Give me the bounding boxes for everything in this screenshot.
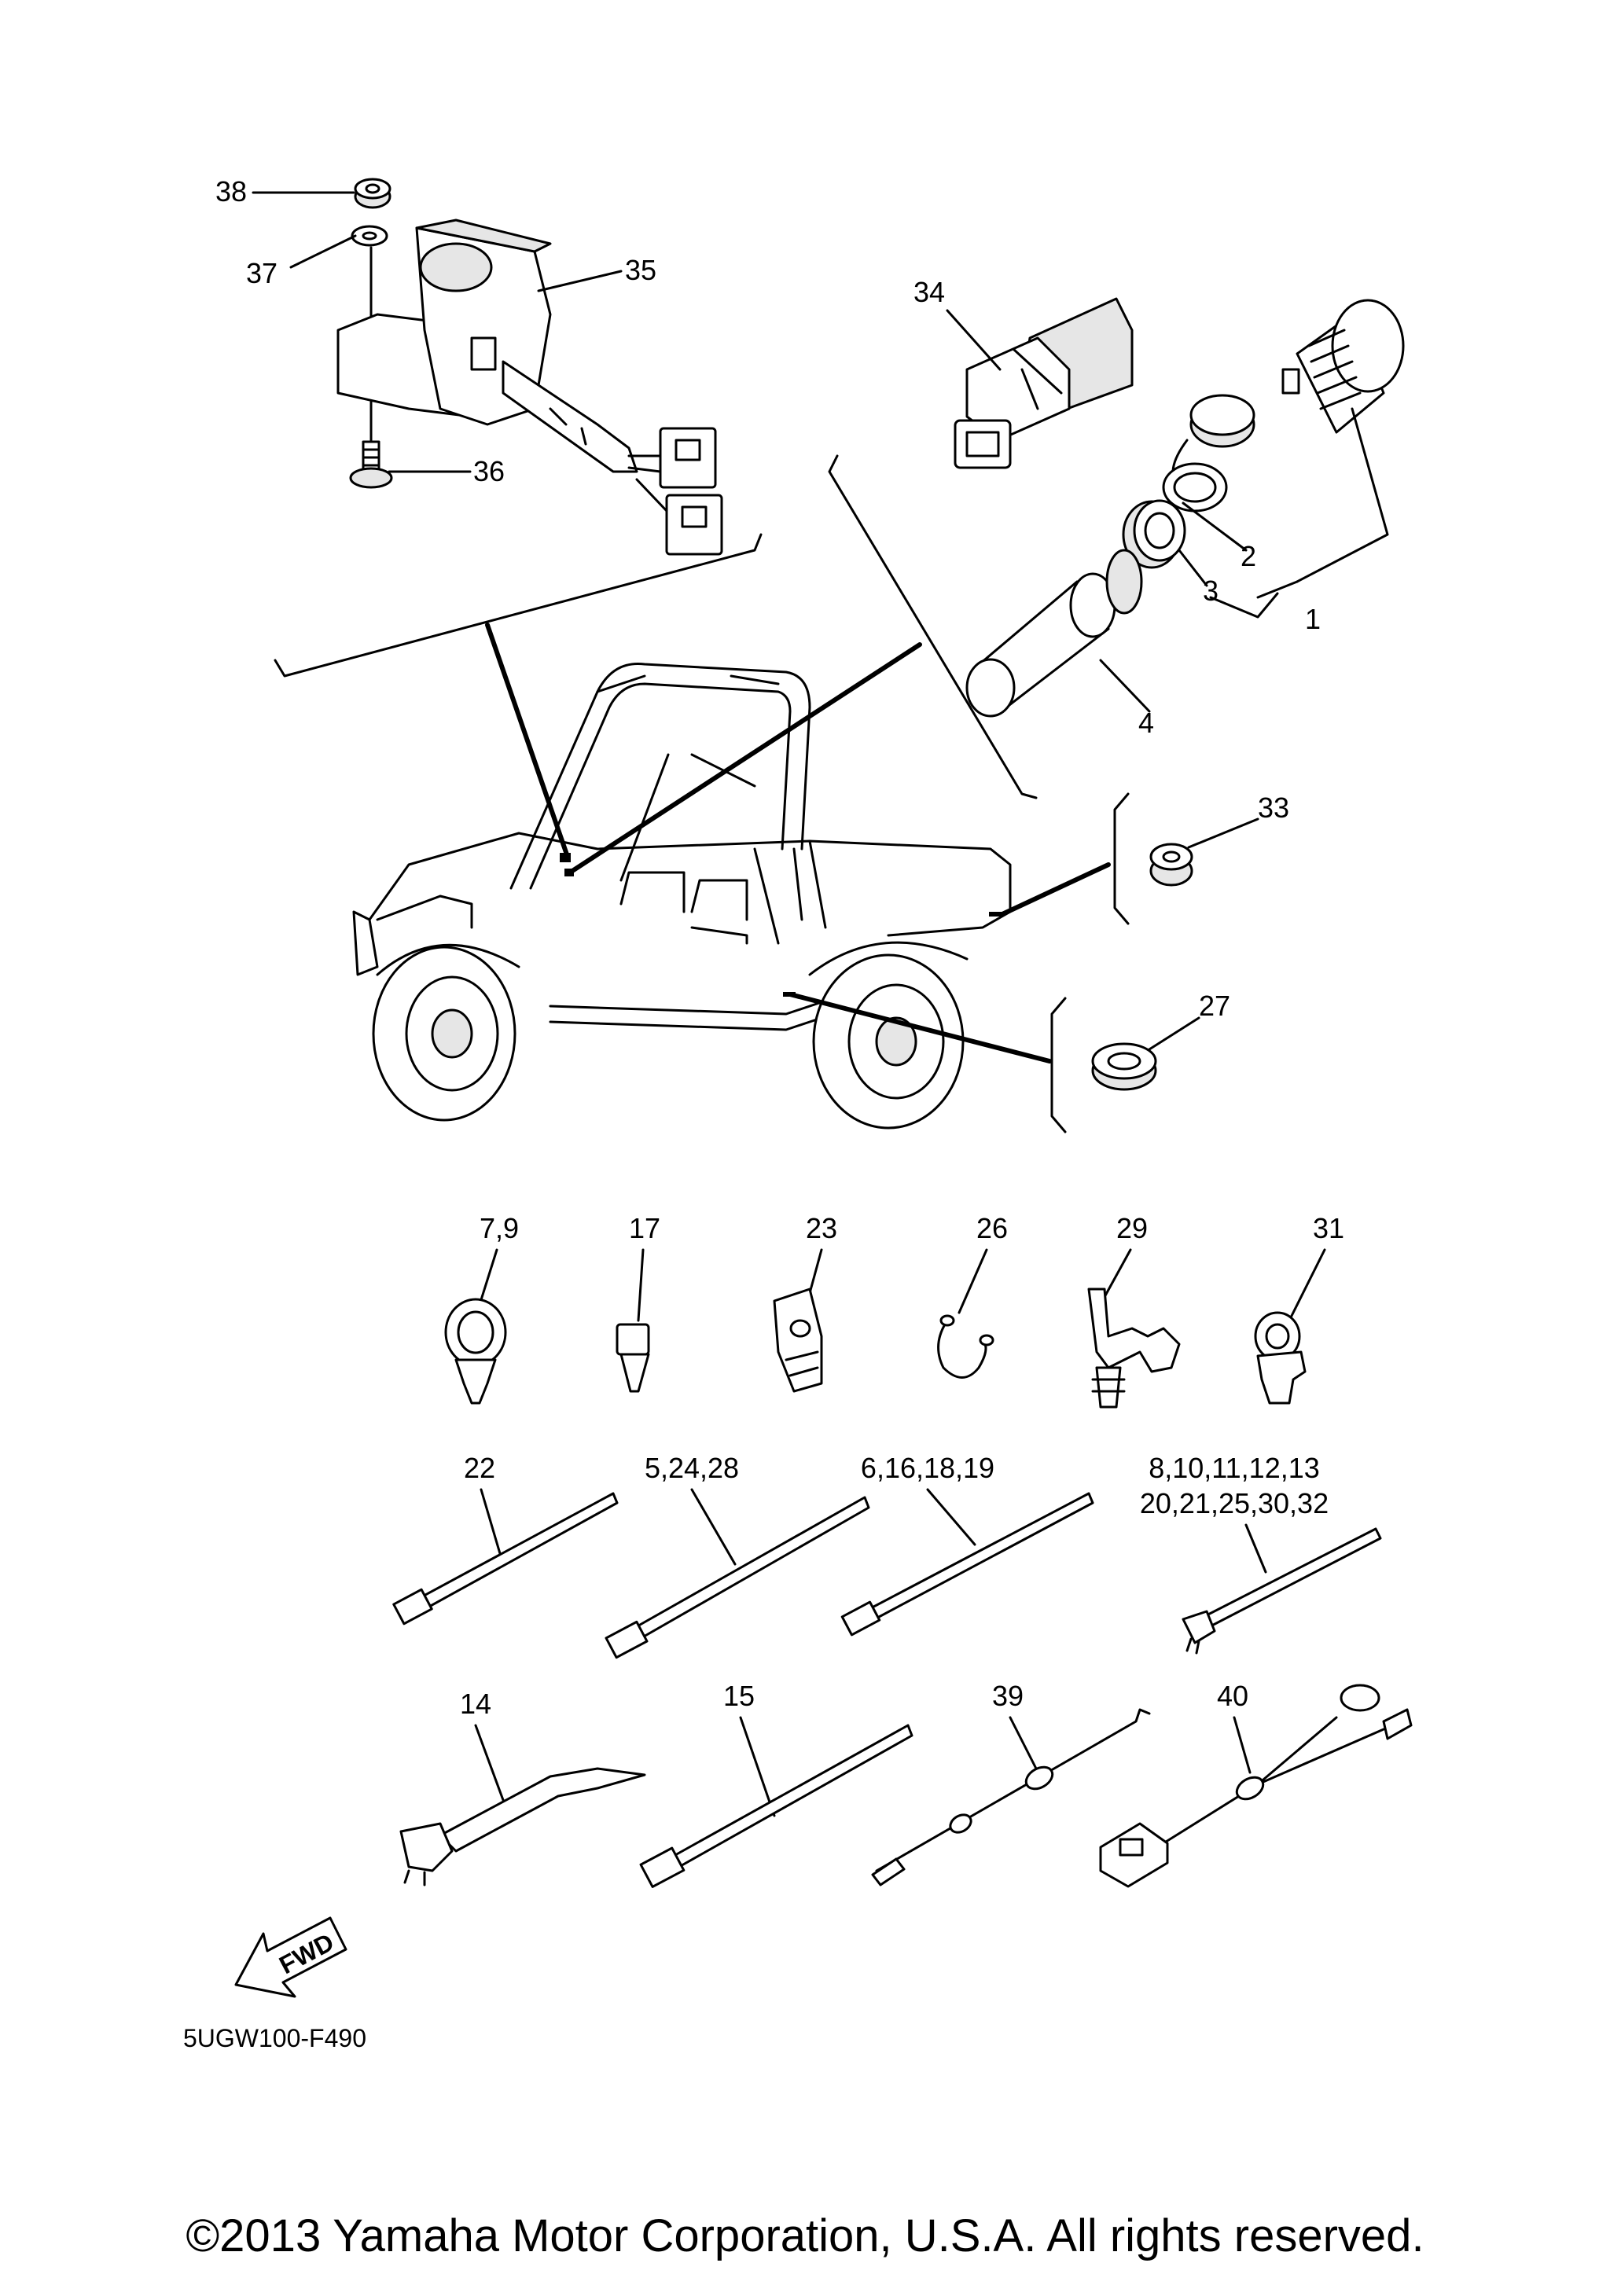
callout-36: 36 (473, 455, 505, 487)
callout-33: 33 (1258, 792, 1289, 824)
callout-37: 37 (246, 257, 278, 289)
part-34-sensor (954, 297, 1134, 469)
part-27-grommet (1091, 1042, 1157, 1091)
copyright-text: ©2013 Yamaha Motor Corporation, U.S.A. A… (186, 2210, 1424, 2261)
callout-14: 14 (460, 1688, 491, 1720)
callout-22: 22 (464, 1452, 495, 1484)
part-29-clip (1087, 1288, 1181, 1409)
part-4-boot (965, 549, 1143, 718)
bracket-27 (1050, 997, 1067, 1133)
part-2-cap (1162, 394, 1255, 512)
part-23-clip (773, 1288, 823, 1393)
diagram-code: 5UGW100-F490 (183, 2024, 366, 2052)
part-36-bolt (349, 440, 393, 489)
callout-31: 31 (1313, 1212, 1344, 1244)
part-15-cable-tie (639, 1724, 913, 1888)
fwd-arrow-icon: FWD (234, 1916, 347, 1998)
part-1-socket (1281, 299, 1405, 434)
part-31-clip (1254, 1311, 1307, 1405)
part-35-switch-assembly (336, 219, 723, 556)
part-6-16-18-19-cable-tie (840, 1492, 1094, 1637)
callout-35: 35 (625, 254, 656, 286)
callout-1: 1 (1305, 603, 1321, 635)
callout-2: 2 (1241, 540, 1256, 572)
callout-5-24-28: 5,24,28 (645, 1452, 739, 1484)
part-14-tie-clip (399, 1767, 646, 1886)
callout-7-9: 7,9 (480, 1212, 519, 1244)
part-22-cable-tie (392, 1492, 619, 1626)
callout-40: 40 (1217, 1680, 1248, 1712)
callout-26: 26 (976, 1212, 1008, 1244)
part-33-grommet (1149, 843, 1193, 887)
part-37-washer (351, 225, 388, 247)
callout-17: 17 (629, 1212, 660, 1244)
callout-15: 15 (723, 1680, 755, 1712)
callout-8-13: 8,10,11,12,13 (1149, 1452, 1320, 1484)
part-40-lead-wire (1099, 1684, 1413, 1888)
callout-29: 29 (1116, 1212, 1148, 1244)
bracket-1-4-group (828, 454, 1038, 799)
part-39-lead-wire (871, 1708, 1151, 1886)
part-3-nut (1122, 499, 1186, 569)
callout-23: 23 (806, 1212, 837, 1244)
part-5-24-28-cable-tie (605, 1496, 870, 1659)
callout-27: 27 (1199, 990, 1230, 1022)
callout-34: 34 (913, 276, 945, 308)
callout-3: 3 (1203, 575, 1219, 607)
part-17-clip (616, 1323, 650, 1393)
part-38-nut (354, 178, 391, 209)
callout-39: 39 (992, 1680, 1024, 1712)
callout-4: 4 (1138, 707, 1154, 739)
callout-38: 38 (215, 175, 247, 208)
bracket-33 (1113, 792, 1130, 925)
callout-6-16-18-19: 6,16,18,19 (861, 1452, 994, 1484)
callout-20-32: 20,21,25,30,32 (1140, 1487, 1329, 1519)
bracket-35-group (274, 533, 763, 678)
part-26-clamp (937, 1314, 994, 1379)
part-7-9-clip (444, 1298, 507, 1405)
part-8-32-cable-tie (1182, 1527, 1382, 1655)
vehicle-illustration (352, 662, 1012, 1130)
